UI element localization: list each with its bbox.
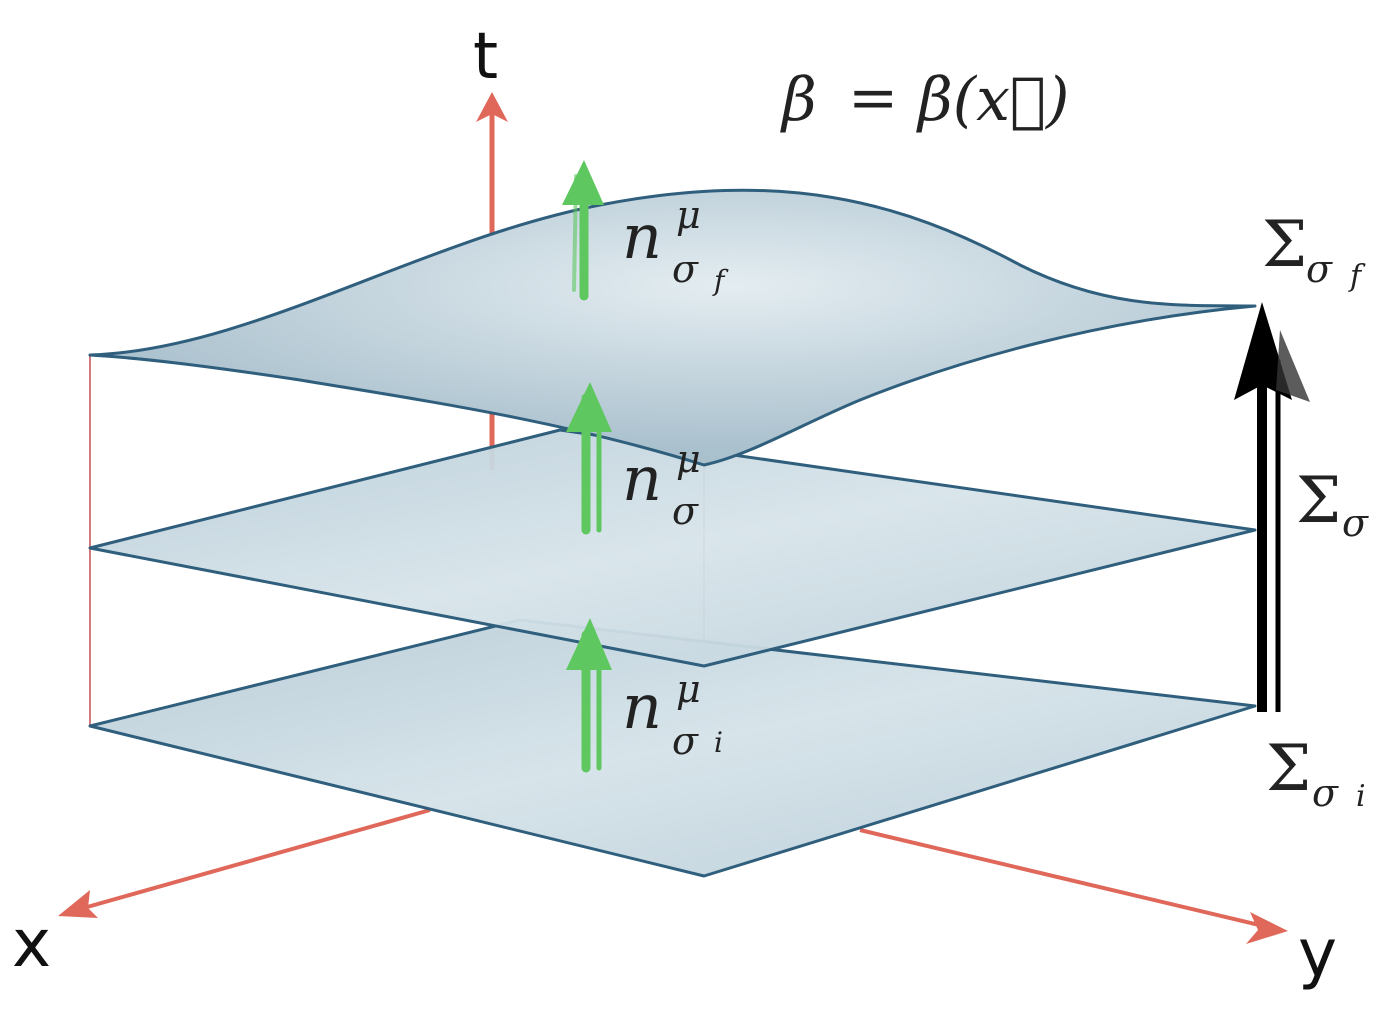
normal-arrow-final	[562, 160, 604, 301]
normal-middle-base: n	[622, 442, 662, 515]
normal-middle-sup: μ	[676, 437, 701, 481]
surface-final-subsub: f	[1348, 259, 1366, 294]
normal-initial-sub: σ	[672, 719, 699, 763]
surface-final	[88, 188, 1257, 467]
y-axis-label: y	[1298, 915, 1337, 992]
beta-equation: β = β(x⃗)	[780, 63, 1069, 135]
normal-final-base: n	[622, 200, 662, 273]
x-axis-label: x	[12, 905, 51, 982]
normal-middle-sub: σ	[672, 489, 699, 533]
surface-label-initial: Σ σ i	[1266, 732, 1366, 815]
normal-arrows	[562, 160, 612, 773]
t-axis-arrowhead	[476, 92, 508, 122]
t-axis-label: t	[473, 20, 498, 94]
surface-initial-subsub: i	[1356, 779, 1366, 814]
evolution-arrow	[1234, 302, 1310, 712]
surface-final-base: Σ	[1262, 208, 1307, 282]
x-axis	[65, 808, 431, 915]
normal-label-middle: n μ σ	[622, 437, 701, 533]
surface-label-final: Σ σ f	[1262, 208, 1366, 294]
surface-label-middle: Σ σ	[1296, 464, 1369, 545]
normal-final-sub: σ	[672, 247, 699, 291]
y-axis-arrowhead	[1246, 912, 1288, 944]
surface-final-sub: σ	[1306, 247, 1333, 291]
normal-arrow-initial	[566, 618, 612, 773]
normal-arrow-middle	[566, 382, 612, 535]
surface-middle-sub: σ	[1342, 501, 1369, 545]
equation-rhs: β(x⃗)	[916, 65, 1069, 135]
surface-initial-sub: σ	[1312, 771, 1339, 815]
normal-initial-base: n	[622, 670, 662, 743]
x-axis-arrowhead	[58, 890, 98, 918]
normal-final-sup: μ	[676, 193, 701, 237]
equation-equals: =	[848, 63, 898, 133]
surface-initial	[88, 618, 1257, 878]
normal-initial-sup: μ	[676, 667, 701, 711]
surface-middle-base: Σ	[1296, 464, 1341, 538]
equation-lhs: β	[780, 65, 817, 135]
surface-middle	[88, 428, 1257, 668]
y-axis	[859, 828, 1281, 932]
normal-initial-subsub: i	[714, 726, 723, 759]
normal-label-initial: n μ σ i	[622, 667, 723, 763]
surface-initial-base: Σ	[1266, 732, 1311, 806]
